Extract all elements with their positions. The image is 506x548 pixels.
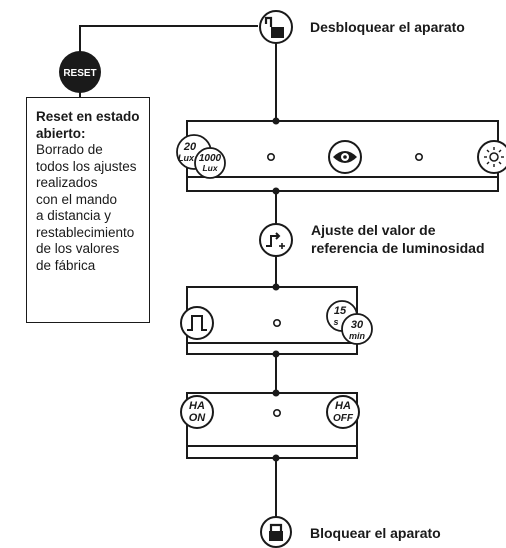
sun-icon: [477, 140, 506, 174]
reset-button-label: RESET: [63, 68, 96, 79]
reset-note-title: abierto:: [36, 125, 86, 141]
reset-note-line: con el mando: [36, 191, 118, 207]
lux-1000-value: 1000: [199, 153, 222, 164]
lux-1000-icon: 1000 Lux: [194, 147, 226, 179]
position-dot: [272, 318, 281, 327]
time-30-value: 30: [351, 319, 364, 331]
position-dot: [272, 408, 281, 417]
lux-20-value: 20: [183, 141, 197, 153]
junction-dot: [272, 350, 280, 358]
ha-off-bottom: OFF: [333, 413, 354, 424]
setpoint-adjust-icon: [259, 223, 293, 257]
ha-off-top: HA: [335, 400, 351, 412]
reset-note-line: restablecimiento: [36, 224, 135, 240]
time-15-value: 15: [334, 305, 347, 317]
ha-on-bottom: ON: [189, 412, 207, 424]
lock-label: Bloquear el aparato: [310, 525, 441, 541]
unlock-label: Desbloquear el aparato: [310, 19, 465, 35]
ha-off-icon: HA OFF: [326, 395, 360, 429]
junction-dot: [272, 454, 280, 462]
lux-1000-unit: Lux: [202, 163, 218, 173]
reset-note-box: Reset en estado abierto: Borrado de todo…: [26, 97, 150, 323]
reset-note-line: Borrado de: [36, 142, 103, 157]
ha-on-top: HA: [189, 400, 205, 412]
reset-note-line: todos los ajustes: [36, 158, 137, 174]
lock-icon: [260, 516, 292, 548]
reset-note-line: de fábrica: [36, 257, 96, 273]
ha-on-icon: HA ON: [180, 395, 214, 429]
junction-dot: [272, 117, 280, 125]
reset-note-title: Reset en estado: [36, 109, 140, 124]
reset-note-line: de los valores: [36, 241, 120, 256]
time-30-unit: min: [349, 331, 366, 341]
time-15-unit: s: [333, 317, 338, 327]
setpoint-label-line1: Ajuste del valor de: [311, 222, 436, 238]
reset-wire: [79, 25, 258, 52]
junction-dot: [272, 389, 280, 397]
position-dot: [414, 153, 423, 162]
position-dot: [266, 153, 275, 162]
junction-dot: [272, 283, 280, 291]
pulse-icon: [180, 306, 214, 340]
setpoint-label-line2: referencia de luminosidad: [311, 240, 485, 256]
eye-icon: [328, 140, 362, 174]
unlock-icon: [259, 10, 293, 44]
lux-20-unit: Lux: [178, 153, 195, 163]
junction-dot: [272, 187, 280, 195]
reset-button: RESET: [59, 51, 101, 93]
reset-note-line: a distancia y: [36, 208, 112, 223]
reset-note-line: realizados: [36, 175, 98, 190]
time-30min-icon: 30 min: [341, 313, 373, 345]
